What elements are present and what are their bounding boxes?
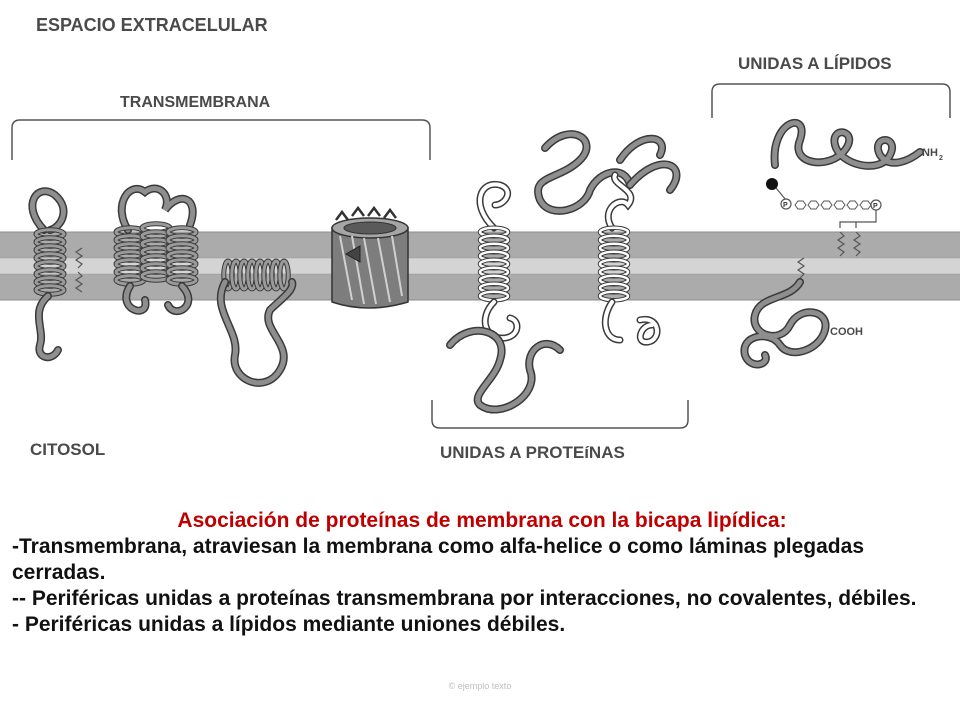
cytosol-label: CITOSOL — [30, 440, 105, 459]
cooh-label: COOH — [830, 326, 863, 338]
multipass-helix-protein — [116, 184, 196, 315]
protein-bound-label: UNIDAS A PROTEíNAS — [440, 443, 625, 462]
inner-leaflet-helix-protein — [216, 261, 297, 387]
lipid-anchored-protein-outer: NH 2 P P — [766, 118, 943, 257]
caption-line-peripheral-lipid: - Periféricas unidas a lípidos mediante … — [12, 613, 566, 636]
transmembrane-label: TRANSMEMBRANA — [120, 94, 271, 111]
caption-line-peripheral-protein: -- Periféricas unidas a proteínas transm… — [12, 587, 917, 610]
caption: Asociación de proteínas de membrana con … — [12, 508, 952, 638]
phosphate-label-2: P — [873, 203, 878, 210]
lipid-bound-label: UNIDAS A LÍPIDOS — [738, 54, 892, 73]
lipid-anchored-protein-inner: COOH — [740, 257, 863, 369]
sugar-chain — [794, 200, 872, 210]
caption-line-transmembrane: -Transmembrana, atraviesan la membrana c… — [12, 535, 864, 584]
footer-watermark: © ejemplo texto — [448, 681, 512, 691]
lipid-bracket — [711, 83, 951, 118]
nh2-subscript: 2 — [939, 155, 943, 162]
caption-title: Asociación de proteínas de membrana con … — [177, 509, 787, 532]
single-helix-protein — [28, 187, 84, 362]
membrane-diagram: ESPACIO EXTRACELULAR TRANSMEMBRANA UNIDA… — [0, 15, 960, 462]
anchor-head-icon — [766, 178, 778, 190]
beta-barrel-protein — [331, 205, 409, 309]
phosphate-icon — [780, 198, 792, 210]
nh2-label: NH — [922, 147, 938, 159]
phosphate-label: P — [783, 202, 788, 209]
transmembrane-bracket — [11, 119, 431, 160]
peripheral-protein-right — [534, 130, 681, 346]
extracellular-label: ESPACIO EXTRACELULAR — [36, 15, 268, 35]
peripheral-protein-left — [446, 180, 564, 414]
protein-bound-bracket — [431, 400, 689, 429]
